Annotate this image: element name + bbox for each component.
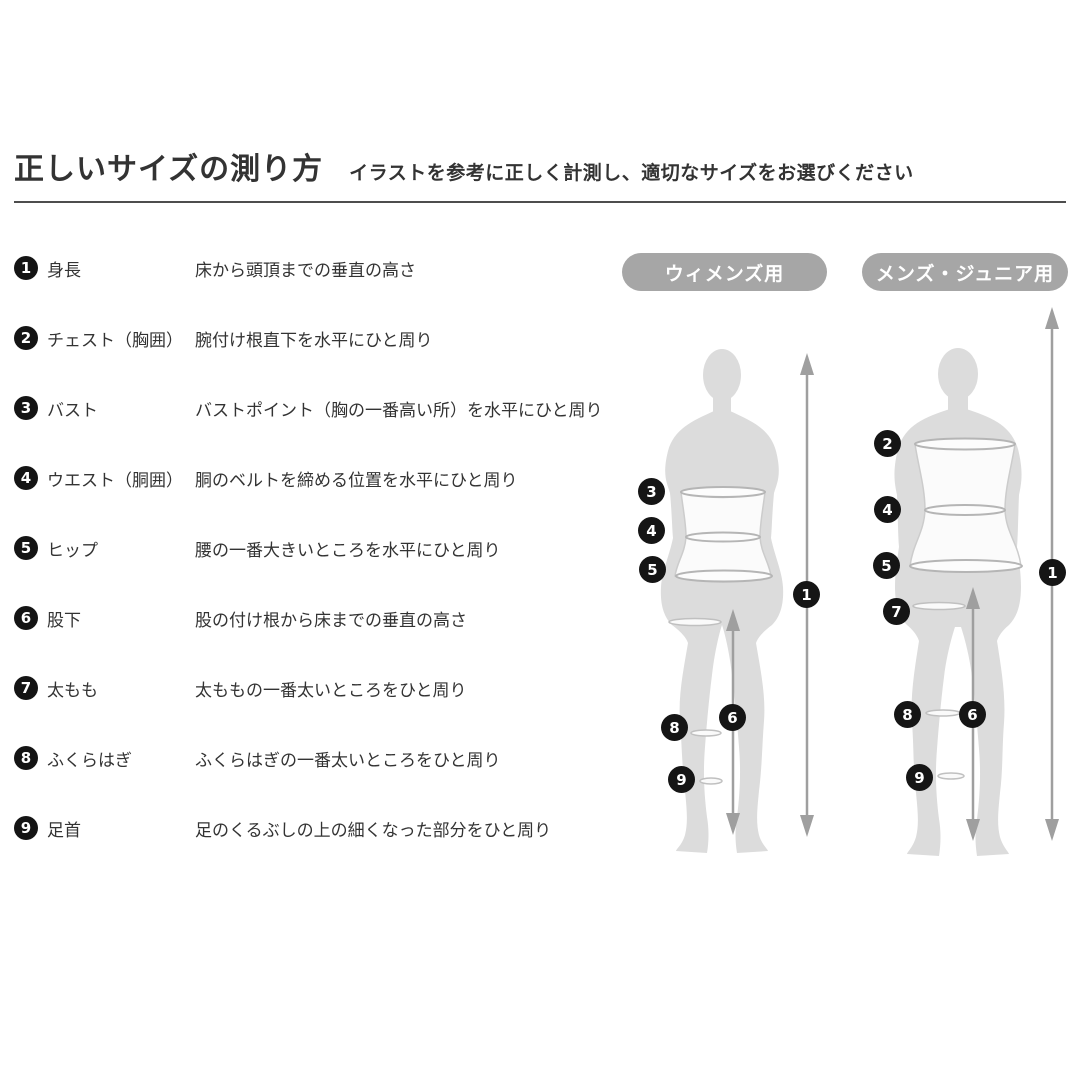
womens-marker-waist: 4 [638,517,665,544]
measurement-label: 太もも [47,680,98,701]
womens-body-silhouette [660,349,814,853]
badge-number: 9 [20,819,32,837]
womens-marker-ankle: 9 [668,766,695,793]
header-divider [14,201,1066,203]
number-badge: 4 [14,466,38,490]
measurement-label: ウエスト（胴囲） [47,470,183,491]
womens-marker-bust: 3 [638,478,665,505]
number-badge: 5 [14,536,38,560]
mens-marker-ankle: 9 [906,764,933,791]
measurement-description: ふくらはぎの一番太いところをひと周り [195,750,501,771]
mens-marker-hip: 5 [873,552,900,579]
measurement-label: 足首 [47,820,81,841]
page-title: 正しいサイズの測り方 [14,152,324,187]
measurement-description: バストポイント（胸の一番高い所）を水平にひと周り [195,400,603,421]
measurement-description: 腰の一番大きいところを水平にひと周り [195,540,501,561]
womens-figure-label: ウィメンズ用 [622,253,827,291]
mens-figure-label: メンズ・ジュニア用 [862,253,1068,291]
badge-number: 4 [20,469,32,487]
measurement-description: 胴のベルトを締める位置を水平にひと周り [195,470,518,491]
measurement-description: 床から頭頂までの垂直の高さ [195,260,416,281]
number-badge: 7 [14,676,38,700]
measurement-row-inseam: 6 股下 股の付け根から床までの垂直の高さ [14,605,467,631]
measurement-label: ヒップ [47,540,98,561]
badge-number: 3 [20,399,32,417]
measurement-description: 股の付け根から床までの垂直の高さ [195,610,467,631]
badge-number: 7 [20,679,32,697]
page-subtitle: イラストを参考に正しく計測し、適切なサイズをお選びください [349,162,914,184]
badge-number: 1 [20,259,32,277]
measurement-description: 足のくるぶしの上の細くなった部分をひと周り [195,820,552,841]
badge-number: 6 [20,609,32,627]
badge-number: 8 [20,749,32,767]
womens-marker-calf: 8 [661,714,688,741]
mens-body-silhouette [894,307,1059,856]
measurement-label: バスト [47,400,98,421]
badge-number: 5 [20,539,32,557]
measurement-row-calf: 8 ふくらはぎ ふくらはぎの一番太いところをひと周り [14,745,501,771]
womens-marker-inseam: 6 [719,704,746,731]
measurement-row-waist: 4 ウエスト（胴囲） 胴のベルトを締める位置を水平にひと周り [14,465,518,491]
number-badge: 2 [14,326,38,350]
header: 正しいサイズの測り方 イラストを参考に正しく計測し、適切なサイズをお選びください [14,144,914,188]
mens-marker-waist: 4 [874,496,901,523]
measurement-label: チェスト（胸囲） [47,330,183,351]
measurement-label: 身長 [47,260,81,281]
mens-marker-height: 1 [1039,559,1066,586]
measurement-row-hip: 5 ヒップ 腰の一番大きいところを水平にひと周り [14,535,501,561]
measurement-description: 腕付け根直下を水平にひと周り [195,330,433,351]
number-badge: 3 [14,396,38,420]
mens-marker-inseam: 6 [959,701,986,728]
womens-marker-height: 1 [793,581,820,608]
mens-marker-calf: 8 [894,701,921,728]
number-badge: 1 [14,256,38,280]
number-badge: 8 [14,746,38,770]
mens-marker-thigh: 7 [883,598,910,625]
number-badge: 9 [14,816,38,840]
number-badge: 6 [14,606,38,630]
measurement-row-ankle: 9 足首 足のくるぶしの上の細くなった部分をひと周り [14,815,551,841]
womens-marker-hip: 5 [639,556,666,583]
measurement-row-height: 1 身長 床から頭頂までの垂直の高さ [14,255,416,281]
badge-number: 2 [20,329,32,347]
measurement-row-bust: 3 バスト バストポイント（胸の一番高い所）を水平にひと周り [14,395,603,421]
measurement-row-chest: 2 チェスト（胸囲） 腕付け根直下を水平にひと周り [14,325,433,351]
measurement-description: 太ももの一番太いところをひと周り [195,680,467,701]
measurement-label: 股下 [47,610,81,631]
measurement-row-thigh: 7 太もも 太ももの一番太いところをひと周り [14,675,467,701]
mens-marker-chest: 2 [874,430,901,457]
measurement-label: ふくらはぎ [47,750,132,771]
